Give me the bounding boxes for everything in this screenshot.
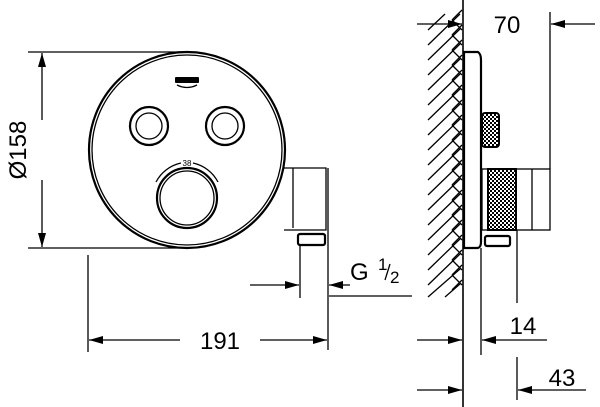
svg-text:2: 2 <box>390 268 399 287</box>
svg-text:43: 43 <box>549 365 576 392</box>
grohe-logo <box>175 77 199 89</box>
dimension-thread: G 1 2 <box>250 255 412 297</box>
wall-hatching <box>427 0 464 407</box>
dimension-depth-outlet: 43 <box>417 357 586 400</box>
hose-outlet-side <box>481 168 551 248</box>
thermostat-knob <box>155 166 219 230</box>
cover-plate-side <box>462 50 483 250</box>
dimension-diameter: Ø158 <box>5 51 187 249</box>
dimension-depth-plate: 14 <box>417 313 547 344</box>
svg-text:70: 70 <box>494 12 521 39</box>
hose-outlet-elbow <box>284 167 329 350</box>
side-view <box>427 0 551 407</box>
temperature-mark: 38 <box>183 159 192 168</box>
button-side <box>481 112 500 148</box>
dimension-width: 191 <box>87 255 327 355</box>
front-view: 38 <box>87 50 329 350</box>
dimension-depth-total: 70 <box>417 12 595 39</box>
svg-text:191: 191 <box>200 328 240 355</box>
svg-text:Ø158: Ø158 <box>5 121 32 180</box>
button-left <box>128 105 170 147</box>
button-right <box>204 105 246 147</box>
svg-text:14: 14 <box>510 313 537 340</box>
svg-text:1: 1 <box>378 255 387 274</box>
svg-text:G: G <box>350 259 369 286</box>
